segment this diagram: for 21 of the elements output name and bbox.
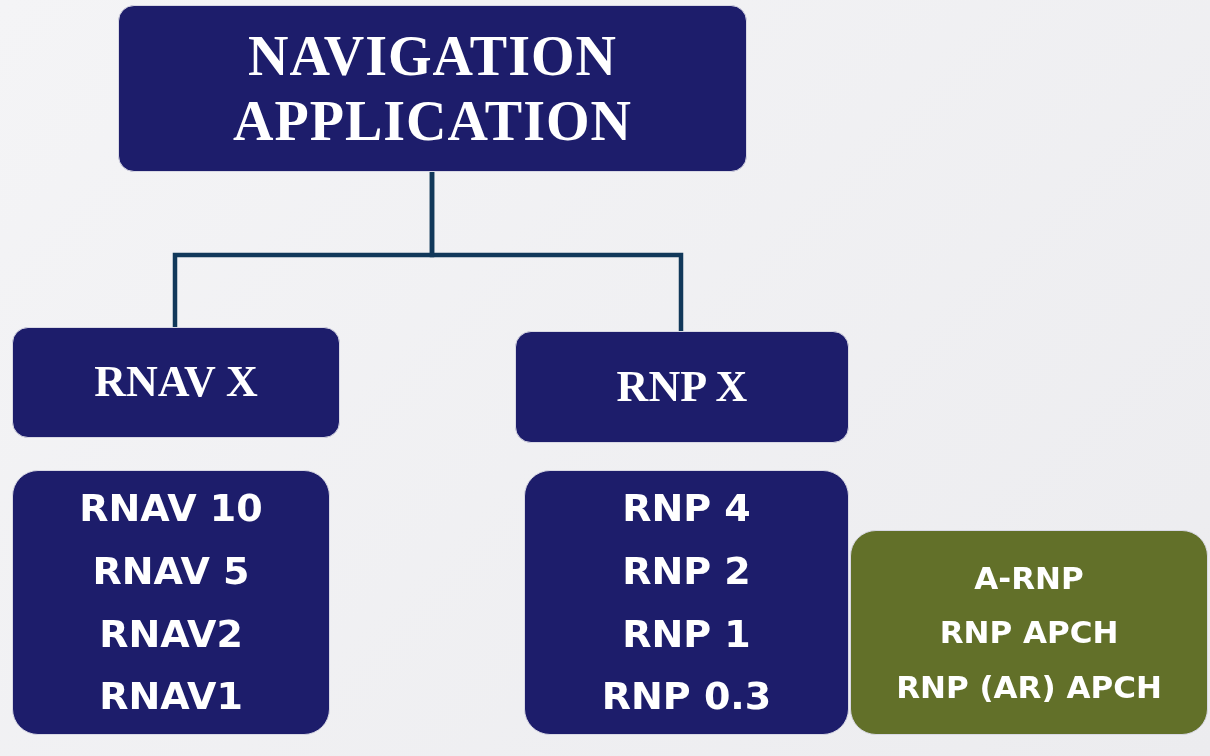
box-label: RNAV 5 bbox=[92, 547, 250, 595]
box-label: RNP (AR) APCH bbox=[896, 667, 1162, 707]
category-box bbox=[515, 331, 849, 443]
box-label: RNP APCH bbox=[939, 613, 1119, 653]
box-label: RNP 0.3 bbox=[601, 673, 772, 721]
box-label: RNAV2 bbox=[99, 610, 243, 658]
box-label: RNP X bbox=[616, 362, 748, 412]
approach-box bbox=[850, 530, 1208, 735]
specification-box bbox=[12, 470, 330, 735]
title-box bbox=[118, 5, 747, 172]
box-label: A-RNP bbox=[974, 559, 1084, 599]
specification-box bbox=[524, 470, 849, 735]
connector-line bbox=[429, 172, 684, 331]
box-label: RNP 2 bbox=[622, 547, 751, 595]
category-box bbox=[12, 327, 340, 438]
box-label: RNP 4 bbox=[622, 485, 751, 533]
box-label: RNAV X bbox=[94, 358, 258, 407]
box-label: RNAV 10 bbox=[79, 485, 263, 533]
box-label: NAVIGATION APPLICATION bbox=[232, 24, 633, 153]
box-label: RNAV1 bbox=[99, 673, 243, 721]
box-label: RNP 1 bbox=[622, 610, 751, 658]
